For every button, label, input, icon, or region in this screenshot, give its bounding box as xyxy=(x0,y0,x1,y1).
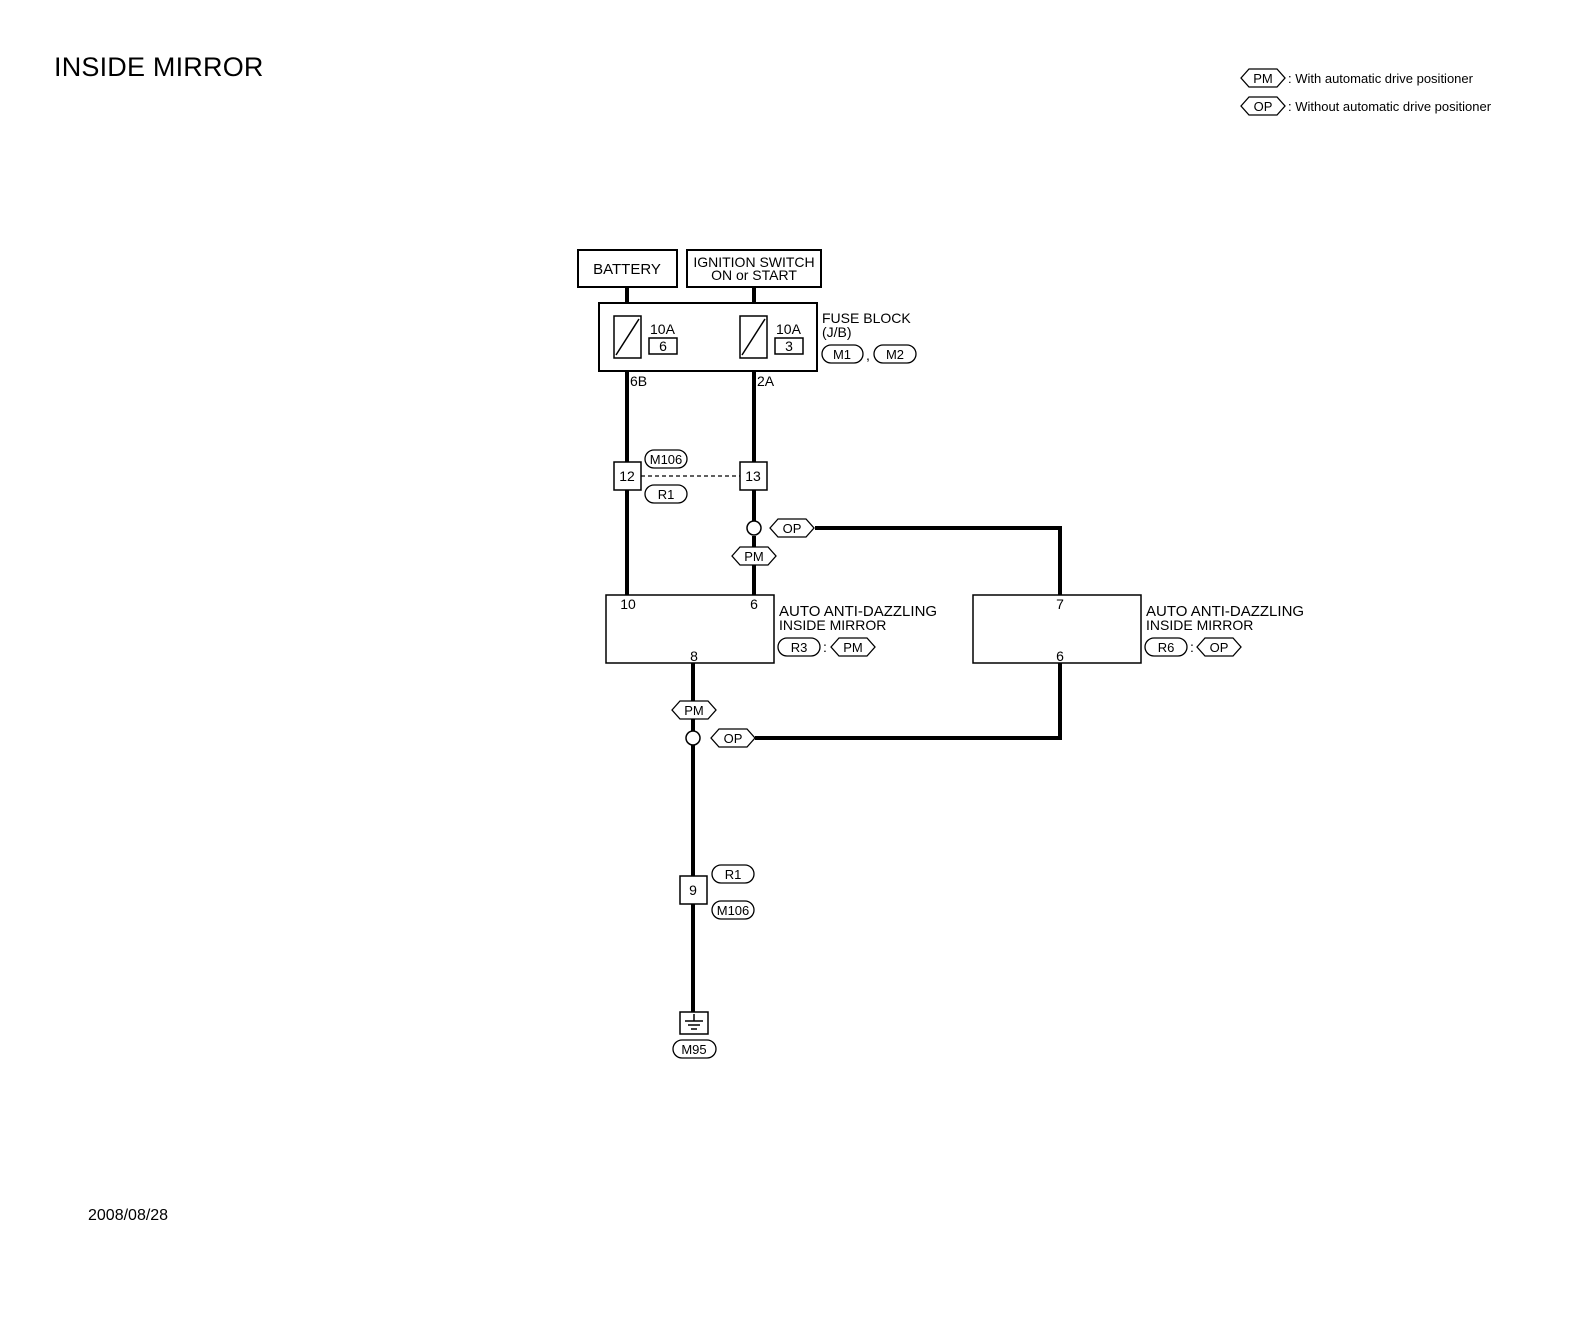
connector-separator: , xyxy=(866,347,870,363)
battery-label: BATTERY xyxy=(593,261,661,278)
page-title: INSIDE MIRROR xyxy=(54,52,264,82)
wire-branch-to-mirror-op xyxy=(815,526,1062,595)
svg-text:OP: OP xyxy=(1210,640,1229,655)
legend-tag-pm: PM xyxy=(1253,71,1273,86)
legend-text-pm: : With automatic drive positioner xyxy=(1288,71,1474,86)
ignition-label-line2: ON or START xyxy=(711,267,797,283)
svg-text:M95: M95 xyxy=(681,1042,706,1057)
connector-tag-m106-bottom: M106 xyxy=(711,900,755,920)
fuse-1-terminal: 6B xyxy=(630,373,647,389)
connector-tag-m95: M95 xyxy=(672,1039,717,1059)
svg-text:R6: R6 xyxy=(1158,640,1175,655)
svg-text:M106: M106 xyxy=(650,452,683,467)
connector-tag-r3: R3 xyxy=(777,637,821,657)
mirror-pm-pin-6: 6 xyxy=(750,596,758,612)
date-stamp: 2008/08/28 xyxy=(88,1207,169,1224)
joint-connector-top: 12 13 M106 R1 xyxy=(613,449,768,504)
fuse-block-label-line1: FUSE BLOCK xyxy=(822,310,911,326)
branch-tag-upper-pm: PM xyxy=(731,546,777,566)
legend: PM : With automatic drive positioner OP … xyxy=(1240,68,1492,116)
fuse-block-connector-m2: M2 xyxy=(873,344,917,364)
mirror-pm-label-line2: INSIDE MIRROR xyxy=(779,617,886,633)
legend-item-op: OP : Without automatic drive positioner xyxy=(1240,96,1492,116)
pin-label-13: 13 xyxy=(745,468,761,484)
mirror-op-unit: 7 6 AUTO ANTI-DAZZLING INSIDE MIRROR R6 … xyxy=(972,594,1304,664)
svg-text:PM: PM xyxy=(843,640,863,655)
upper-splice-point xyxy=(746,520,762,536)
mirror-op-pin-6: 6 xyxy=(1056,648,1064,664)
pin-box-9 xyxy=(679,875,708,905)
svg-text:R1: R1 xyxy=(725,867,742,882)
fuse-block: 10A 6 10A 3 6B 2A FUSE BLOCK (J/B) M1 , … xyxy=(598,302,917,389)
fuse-2-terminal: 2A xyxy=(757,373,775,389)
wire-mirror-op-to-branch xyxy=(755,663,1062,740)
connector-tag-r6: R6 xyxy=(1144,637,1188,657)
branch-tag-lower-pm: PM xyxy=(671,700,717,720)
fuse-1-number: 6 xyxy=(659,338,667,354)
fuse-2-number: 3 xyxy=(785,338,793,354)
mirror-pm-pin-10: 10 xyxy=(620,596,636,612)
svg-text:PM: PM xyxy=(744,549,764,564)
fuse-1-amp: 10A xyxy=(650,321,676,337)
svg-text:R3: R3 xyxy=(791,640,808,655)
pin-label-12: 12 xyxy=(619,468,635,484)
svg-text::: : xyxy=(1190,639,1194,655)
fuse-block-connector-m1: M1 xyxy=(821,344,864,364)
battery-box: BATTERY xyxy=(577,249,678,288)
legend-tag-op: OP xyxy=(1254,99,1273,114)
ground-icon xyxy=(679,1011,709,1035)
connector-tag-r1-top: R1 xyxy=(644,484,688,504)
lower-branch: PM OP xyxy=(671,700,756,748)
mirror-op-label-line1: AUTO ANTI-DAZZLING xyxy=(1146,603,1304,620)
fuse-2: 10A 3 xyxy=(739,315,804,359)
pin-box-12 xyxy=(613,461,642,491)
svg-text:M1: M1 xyxy=(833,347,851,362)
mirror-op-label-line2: INSIDE MIRROR xyxy=(1146,617,1253,633)
svg-text:M106: M106 xyxy=(717,903,750,918)
connector-tag-m106-top: M106 xyxy=(644,449,688,469)
pin-box-13 xyxy=(739,461,768,491)
ignition-label-line1: IGNITION SWITCH xyxy=(693,254,814,270)
pin-label-9: 9 xyxy=(689,882,697,898)
variant-tag-pm: PM xyxy=(830,637,876,657)
branch-tag-lower-op: OP xyxy=(710,728,756,748)
lower-splice-point xyxy=(685,730,701,746)
fuse-2-amp: 10A xyxy=(776,321,802,337)
mirror-pm-pin-8: 8 xyxy=(690,648,698,664)
joint-connector-bottom: 9 R1 M106 xyxy=(679,864,755,920)
legend-text-op: : Without automatic drive positioner xyxy=(1288,99,1492,114)
upper-branch: OP PM xyxy=(731,518,815,566)
svg-text:OP: OP xyxy=(783,521,802,536)
fuse-1: 10A 6 xyxy=(613,315,678,359)
svg-text::: : xyxy=(823,639,827,655)
branch-tag-upper-op: OP xyxy=(769,518,815,538)
svg-text:R1: R1 xyxy=(658,487,675,502)
legend-item-pm: PM : With automatic drive positioner xyxy=(1240,68,1474,88)
svg-text:M2: M2 xyxy=(886,347,904,362)
ignition-switch-box: IGNITION SWITCH ON or START xyxy=(686,249,822,288)
svg-text:OP: OP xyxy=(724,731,743,746)
mirror-pm-label-line1: AUTO ANTI-DAZZLING xyxy=(779,603,937,620)
mirror-pm-unit: 10 6 8 AUTO ANTI-DAZZLING INSIDE MIRROR … xyxy=(605,594,937,664)
variant-tag-op: OP xyxy=(1196,637,1242,657)
mirror-op-pin-7: 7 xyxy=(1056,596,1064,612)
fuse-block-label-line2: (J/B) xyxy=(822,324,852,340)
ground-symbol: M95 xyxy=(672,1011,717,1059)
svg-text:PM: PM xyxy=(684,703,704,718)
connector-tag-r1-bottom: R1 xyxy=(711,864,755,884)
